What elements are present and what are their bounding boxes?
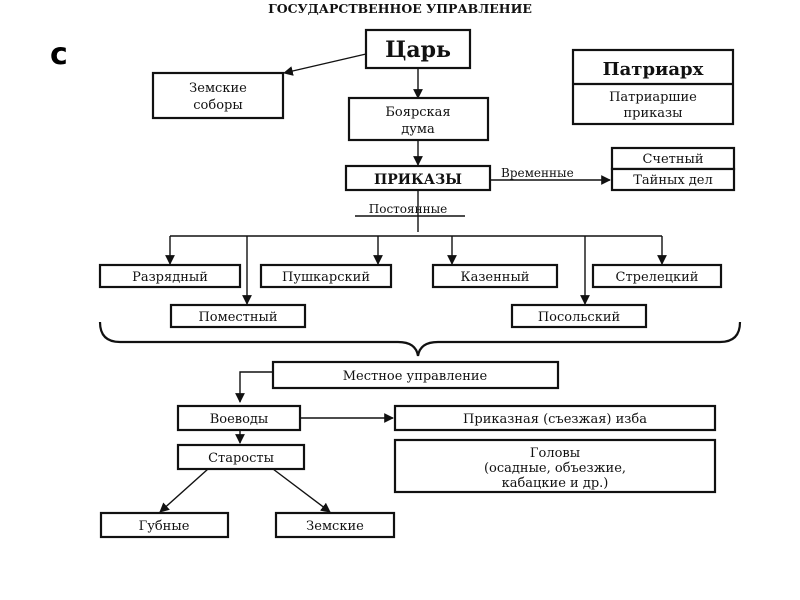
- node-prikaznaya-izba: Приказная (съезжая) изба: [393, 404, 717, 432]
- label-temporary: Временные: [501, 166, 574, 180]
- node-posolsky: Посольский: [510, 303, 648, 329]
- svg-text:Воеводы: Воеводы: [210, 412, 269, 427]
- node-pushkarsky: Пушкарский: [259, 263, 393, 289]
- node-kazenny: Казенный: [431, 263, 559, 289]
- svg-text:соборы: соборы: [193, 98, 242, 113]
- node-tsar: Царь: [364, 28, 472, 70]
- node-local-admin: Местное управление: [271, 360, 560, 390]
- svg-text:(осадные, объезжие,: (осадные, объезжие,: [484, 461, 626, 476]
- node-gubnye: Губные: [99, 511, 230, 539]
- node-zemskie: Земские: [274, 511, 396, 539]
- brace: [98, 321, 742, 357]
- node-voevody: Воеводы: [176, 404, 302, 432]
- svg-text:Царь: Царь: [385, 37, 451, 63]
- svg-text:Земские: Земские: [189, 81, 247, 96]
- svg-text:Патриаршие: Патриаршие: [609, 90, 697, 105]
- arrow-local-admin-to-voevody: [235, 371, 273, 403]
- node-schetny: Счетный: [610, 146, 736, 171]
- node-boyar-duma: Боярская дума: [347, 96, 490, 142]
- svg-text:Счетный: Счетный: [642, 152, 703, 167]
- svg-text:Боярская: Боярская: [385, 105, 450, 120]
- svg-text:приказы: приказы: [624, 106, 683, 121]
- diagram-title: ГОСУДАРСТВЕННОЕ УПРАВЛЕНИЕ: [268, 1, 532, 16]
- node-tainykh-del: Тайных дел: [610, 167, 736, 192]
- connectors: [98, 53, 742, 513]
- svg-text:Тайных дел: Тайных дел: [633, 173, 713, 188]
- arrow-starosty-to-gubnye: [159, 468, 209, 513]
- node-zemskie-sobory: Земские соборы: [151, 71, 285, 120]
- svg-text:Посольский: Посольский: [538, 310, 620, 325]
- node-pomestny: Поместный: [169, 303, 307, 329]
- svg-text:Губные: Губные: [139, 519, 190, 534]
- label-permanent: Постоянные: [369, 202, 448, 216]
- node-starosty: Старосты: [176, 443, 306, 471]
- svg-text:дума: дума: [401, 122, 435, 137]
- arrow-starosty-to-zemskie: [272, 468, 331, 513]
- svg-text:Местное управление: Местное управление: [343, 369, 488, 384]
- svg-text:Пушкарский: Пушкарский: [282, 270, 370, 285]
- node-patriarch: Патриарх Патриаршие приказы: [571, 48, 735, 126]
- cut-off-letter: с: [50, 37, 68, 72]
- svg-text:Патриарх: Патриарх: [603, 59, 704, 80]
- svg-text:Головы: Головы: [530, 446, 580, 461]
- node-streletsky: Стрелецкий: [591, 263, 723, 289]
- node-razryadny: Разрядный: [98, 263, 242, 289]
- svg-text:Старосты: Старосты: [208, 451, 274, 466]
- svg-text:Стрелецкий: Стрелецкий: [616, 270, 699, 285]
- node-prikazy: ПРИКАЗЫ: [344, 164, 492, 192]
- svg-text:кабацкие и др.): кабацкие и др.): [502, 476, 609, 491]
- svg-text:ПРИКАЗЫ: ПРИКАЗЫ: [374, 172, 462, 188]
- svg-text:Приказная (съезжая) изба: Приказная (съезжая) изба: [463, 412, 647, 427]
- node-golovy: Головы (осадные, объезжие, кабацкие и др…: [393, 438, 717, 494]
- arrow-tsar-to-zemskie-sobory: [283, 53, 367, 76]
- svg-text:Казенный: Казенный: [461, 270, 530, 285]
- svg-text:Поместный: Поместный: [198, 310, 277, 325]
- svg-text:Земские: Земские: [306, 519, 364, 534]
- svg-text:Разрядный: Разрядный: [132, 270, 208, 285]
